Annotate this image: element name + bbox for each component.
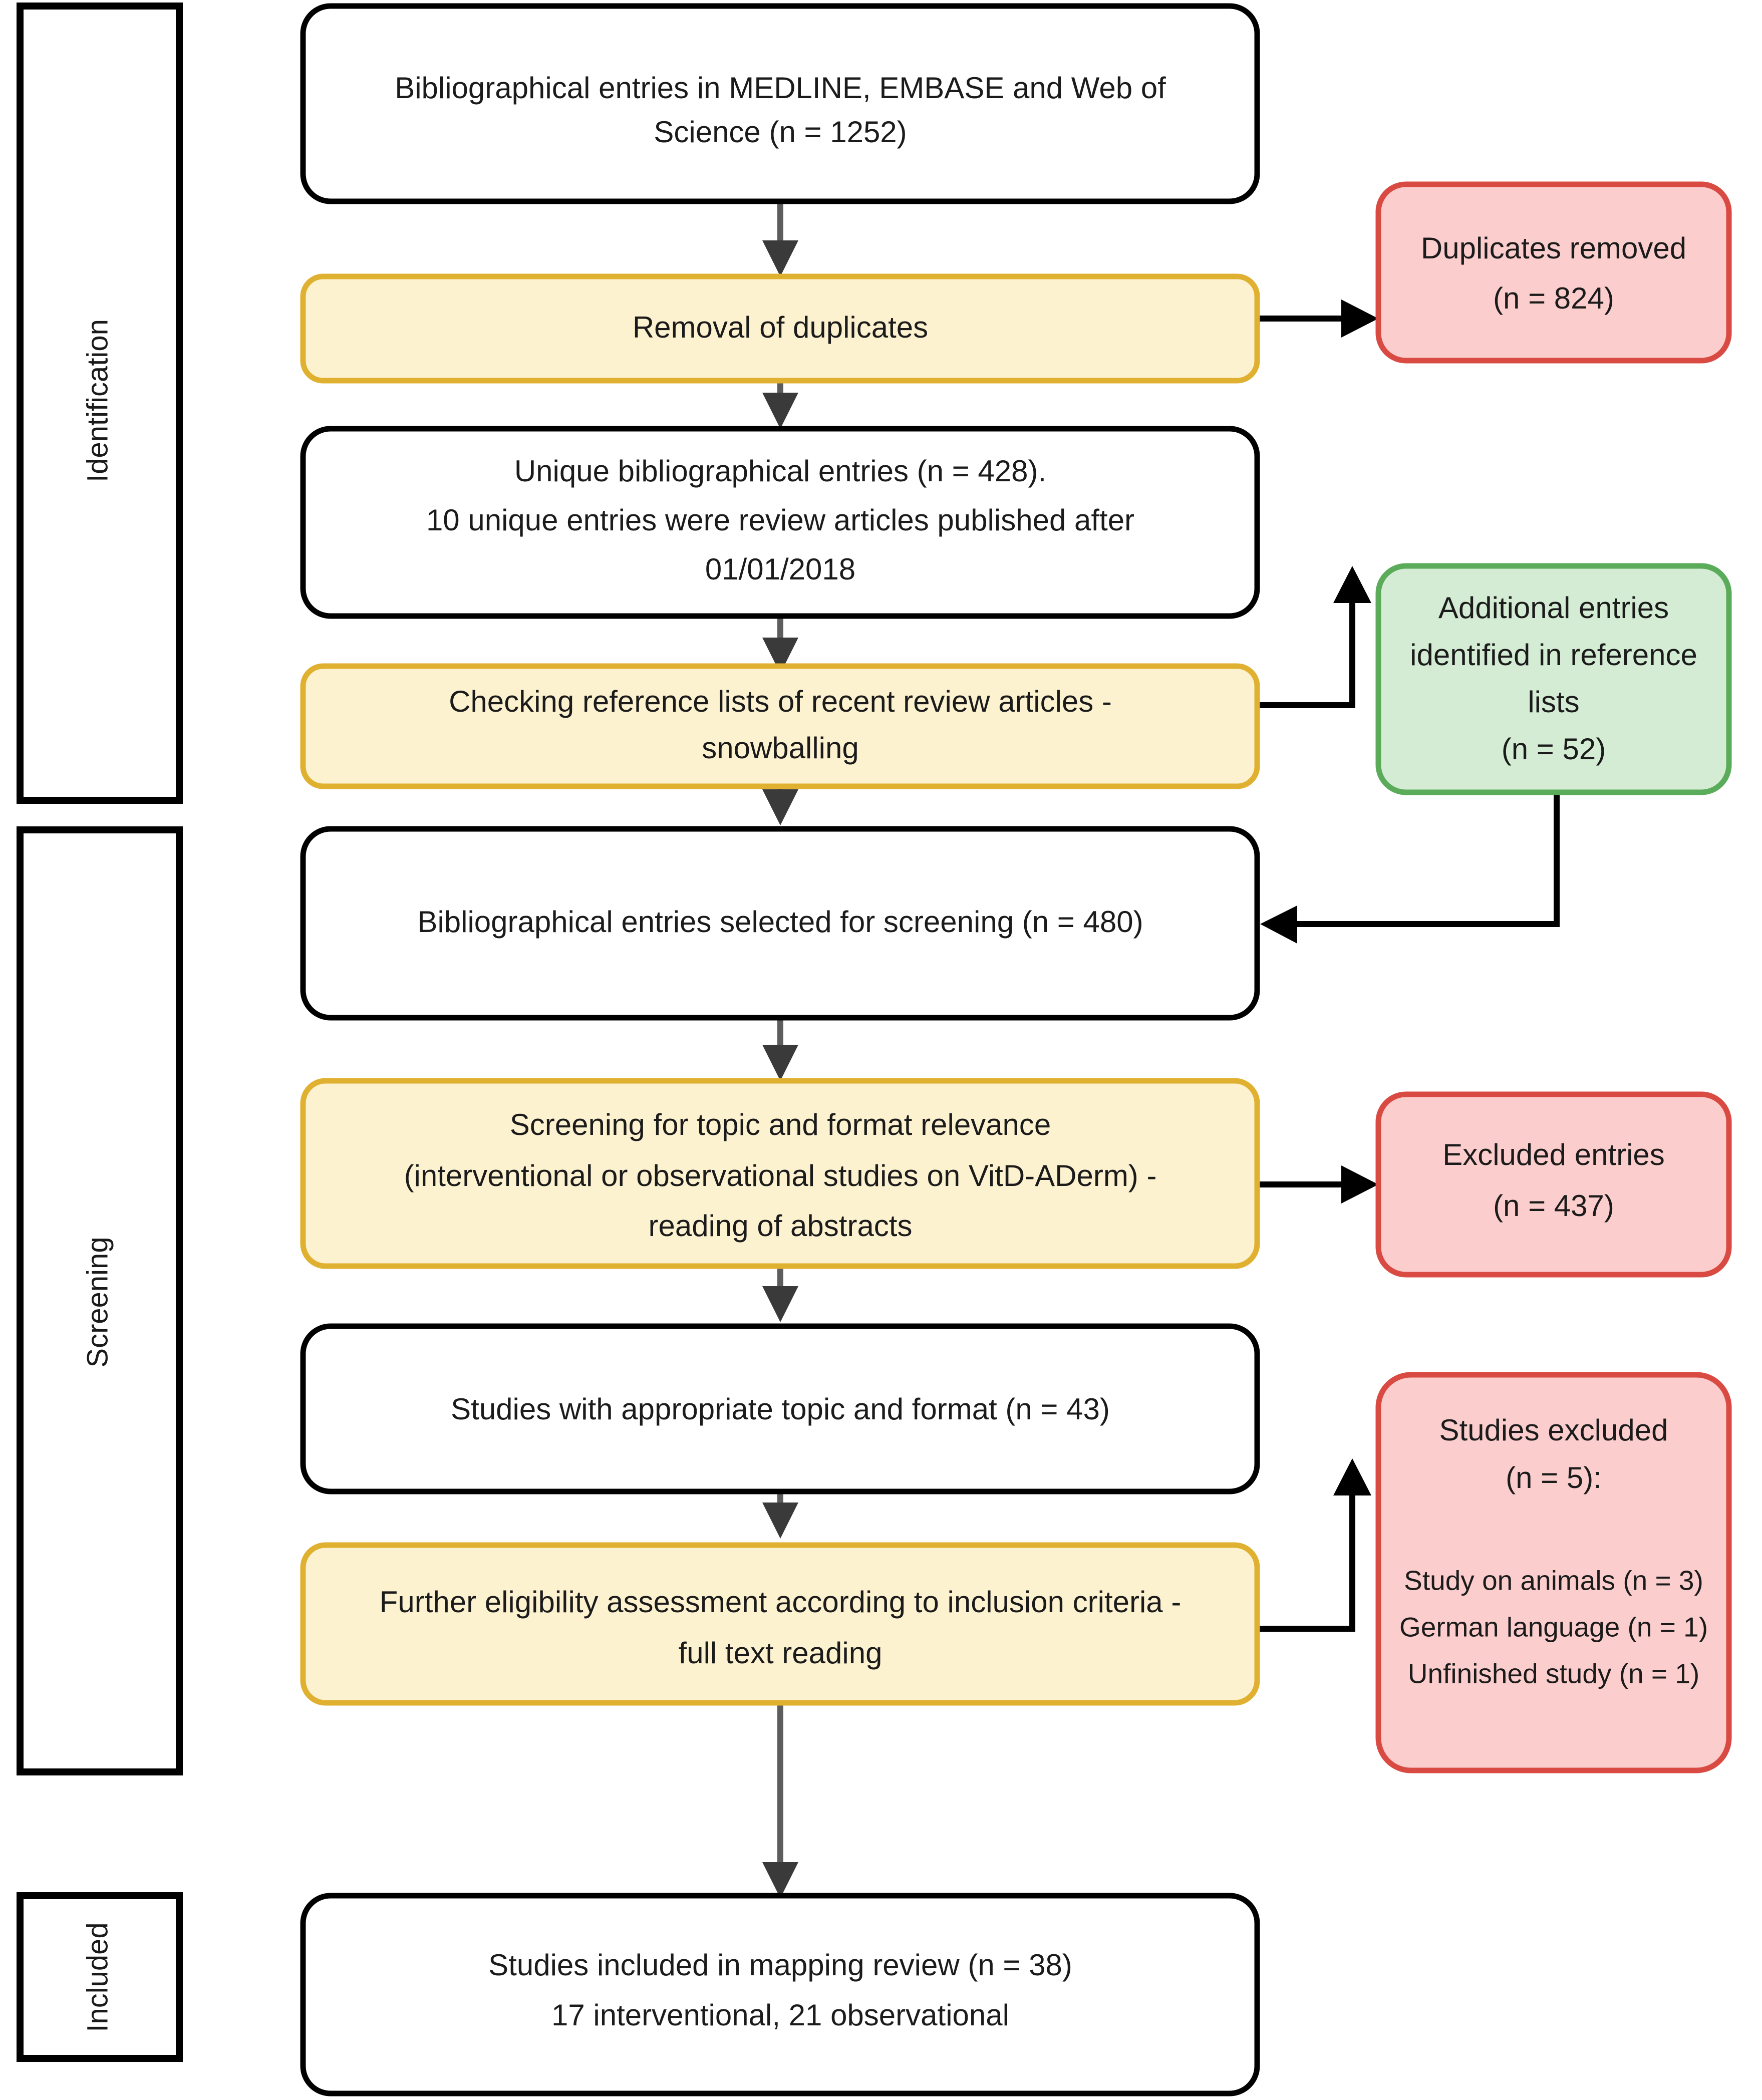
node-screening-topic-format-line-1: Screening for topic and format relevance — [510, 1108, 1051, 1141]
connector-removal-to-duplicates-removed — [1257, 299, 1378, 338]
connector-eligibility-to-included — [762, 1703, 798, 1898]
connector-appropriate-to-eligibility — [762, 1491, 798, 1539]
node-studies-excluded-reason-2: German language (n = 1) — [1399, 1612, 1708, 1643]
node-screening-topic-format-line-2: (interventional or observational studies… — [404, 1159, 1157, 1192]
node-additional-entries-line-3: lists — [1528, 685, 1579, 719]
node-removal-of-duplicates-line-1: Removal of duplicates — [633, 311, 928, 344]
node-records-identified-box[interactable] — [300, 3, 1260, 204]
node-snowballing-box[interactable] — [300, 663, 1260, 789]
node-excluded-entries-box[interactable] — [1375, 1091, 1732, 1278]
connector-screening-to-appropriate — [762, 1266, 798, 1322]
node-selected-for-screening-box[interactable] — [300, 826, 1260, 1021]
node-excluded-entries-line-1: Excluded entries — [1442, 1138, 1665, 1171]
node-duplicates-removed[interactable]: Duplicates removed (n = 824) — [1375, 181, 1732, 364]
node-duplicates-removed-line-1: Duplicates removed — [1421, 231, 1686, 265]
connector-screening-to-excluded — [1257, 1165, 1378, 1204]
node-unique-entries-box[interactable] — [300, 426, 1260, 619]
node-studies-included-line-2: 17 interventional, 21 observational — [551, 1998, 1009, 2032]
stage-included: Included — [17, 1892, 183, 2062]
node-duplicates-removed-line-2: (n = 824) — [1493, 281, 1614, 315]
node-records-identified[interactable]: Bibliographical entries in MEDLINE, EMBA… — [300, 3, 1260, 204]
node-studies-excluded[interactable]: Studies excluded (n = 5): Study on anima… — [1375, 1372, 1732, 1773]
node-screening-topic-format-box[interactable] — [300, 1078, 1260, 1269]
connector-identified-to-removal — [762, 200, 798, 276]
node-removal-of-duplicates[interactable]: Removal of duplicates — [300, 273, 1260, 384]
stage-identification-box — [17, 3, 183, 804]
node-eligibility-assessment-line-1: Further eligibility assessment according… — [380, 1585, 1182, 1619]
node-snowballing[interactable]: Checking reference lists of recent revie… — [300, 663, 1260, 789]
node-studies-included[interactable]: Studies included in mapping review (n = … — [300, 1893, 1260, 2096]
node-snowballing-line-2: snowballing — [702, 731, 859, 765]
connector-unique-to-snowballing — [762, 616, 798, 674]
connector-snowballing-to-additional — [1257, 566, 1371, 708]
node-selected-for-screening-line-1: Bibliographical entries selected for scr… — [417, 905, 1143, 939]
node-additional-entries[interactable]: Additional entries identified in referen… — [1375, 563, 1732, 795]
node-studies-excluded-header-1: Studies excluded — [1439, 1413, 1668, 1447]
node-unique-entries-line-2: 10 unique entries were review articles p… — [426, 503, 1134, 537]
connector-additional-to-selected — [1260, 792, 1560, 944]
node-studies-included-box[interactable] — [300, 1893, 1260, 2096]
node-records-identified-line-1: Bibliographical entries in MEDLINE, EMBA… — [395, 71, 1166, 105]
node-studies-excluded-reason-1: Study on animals (n = 3) — [1404, 1565, 1703, 1596]
node-additional-entries-line-2: identified in reference — [1410, 638, 1697, 672]
node-studies-excluded-header-2: (n = 5): — [1506, 1461, 1602, 1494]
node-appropriate-topic-format-line-1: Studies with appropriate topic and forma… — [451, 1392, 1110, 1426]
node-screening-topic-format-line-3: reading of abstracts — [649, 1209, 913, 1243]
node-records-identified-line-2: Science (n = 1252) — [654, 115, 907, 149]
node-snowballing-line-1: Checking reference lists of recent revie… — [449, 685, 1112, 718]
connector-selected-to-screening — [762, 1018, 798, 1081]
stage-identification-label: Identification — [81, 319, 114, 482]
node-additional-entries-line-1: Additional entries — [1438, 591, 1669, 625]
node-appropriate-topic-format-box[interactable] — [300, 1323, 1260, 1494]
stage-included-box — [17, 1892, 183, 2062]
node-eligibility-assessment[interactable]: Further eligibility assessment according… — [300, 1542, 1260, 1706]
node-eligibility-assessment-line-2: full text reading — [679, 1636, 883, 1670]
node-studies-excluded-reason-3: Unfinished study (n = 1) — [1408, 1658, 1699, 1689]
connector-snowballing-to-selected — [762, 786, 798, 825]
node-unique-entries-line-1: Unique bibliographical entries (n = 428)… — [514, 454, 1046, 488]
node-removal-of-duplicates-box[interactable] — [300, 273, 1260, 384]
node-excluded-entries-line-2: (n = 437) — [1493, 1189, 1614, 1223]
connector-removal-to-unique — [762, 381, 798, 429]
connector-eligibility-to-studies-excluded — [1257, 1458, 1371, 1632]
node-unique-entries-line-3: 01/01/2018 — [705, 552, 855, 586]
stage-identification: Identification — [17, 3, 183, 804]
node-additional-entries-box[interactable] — [1375, 563, 1732, 795]
stage-included-label: Included — [81, 1922, 114, 2032]
node-selected-for-screening[interactable]: Bibliographical entries selected for scr… — [300, 826, 1260, 1021]
node-excluded-entries[interactable]: Excluded entries (n = 437) — [1375, 1091, 1732, 1278]
node-eligibility-assessment-box[interactable] — [300, 1542, 1260, 1706]
stage-screening-box — [17, 826, 183, 1775]
node-unique-entries[interactable]: Unique bibliographical entries (n = 428)… — [300, 426, 1260, 619]
node-studies-included-line-1: Studies included in mapping review (n = … — [488, 1948, 1072, 1982]
node-duplicates-removed-box[interactable] — [1375, 181, 1732, 364]
node-appropriate-topic-format[interactable]: Studies with appropriate topic and forma… — [300, 1323, 1260, 1494]
stage-screening: Screening — [17, 826, 183, 1775]
node-additional-entries-line-4: (n = 52) — [1502, 732, 1606, 766]
stage-screening-label: Screening — [81, 1237, 114, 1367]
node-studies-excluded-box[interactable] — [1375, 1372, 1732, 1773]
node-screening-topic-format[interactable]: Screening for topic and format relevance… — [300, 1078, 1260, 1269]
